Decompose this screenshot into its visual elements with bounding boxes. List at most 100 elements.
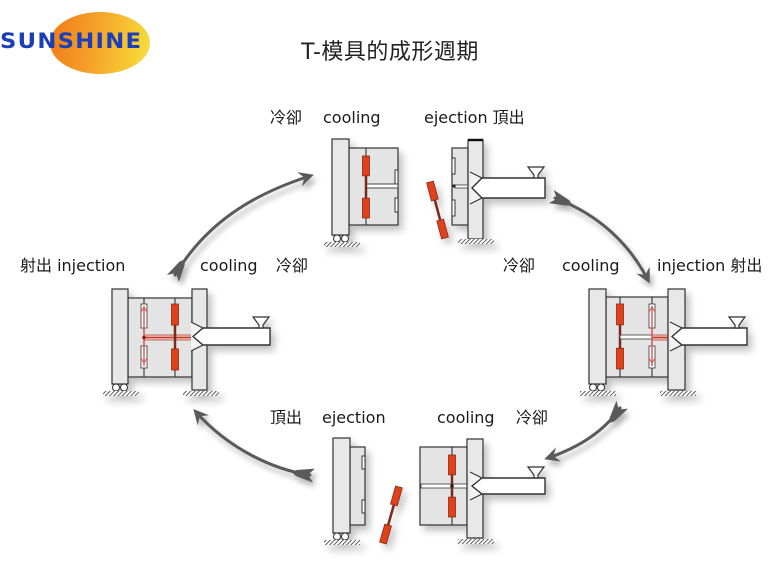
roller-wheels (589, 383, 605, 392)
arrow-shaft (173, 174, 312, 277)
sprue-channel (420, 483, 468, 489)
injection-barrel (191, 327, 271, 346)
roller-wheels (333, 234, 349, 243)
sunshine-logo: SUNSHINE (0, 8, 182, 76)
injection-barrel (470, 477, 546, 495)
label-bottom-cooling-zh: 冷卻 (516, 408, 549, 427)
roller-wheel (341, 234, 349, 243)
part-plate (390, 485, 403, 507)
roller-wheels (112, 383, 128, 392)
moving-platen (111, 288, 129, 385)
arrow-fletching-icon (609, 400, 629, 423)
roller-wheel (597, 383, 605, 392)
label-bottom-cooling-en: cooling (437, 408, 495, 427)
arrowhead-icon (297, 172, 314, 187)
roller-wheel (112, 383, 120, 392)
injection-unit (190, 316, 271, 352)
mold-bottom-ejection: mold-ejection-icon (324, 437, 403, 545)
roller-wheel (120, 383, 128, 392)
mold-left-injection: mold-injection-icon (103, 288, 271, 396)
arrow-fletching-icon (292, 468, 315, 483)
ground-hatch (103, 391, 139, 396)
sprue-channel (365, 183, 399, 189)
label-left-cooling-zh: 冷卻 (276, 256, 309, 275)
arrow-left-to-top: curved-arrow-icon (166, 172, 314, 283)
injection-unit (469, 466, 546, 501)
cavity-recess (361, 455, 366, 470)
mold-top-ejection: mold-ejection-icon (426, 138, 546, 244)
part-plate (379, 523, 392, 545)
label-top-ejection: ejection 頂出 (424, 108, 525, 127)
ejected-part (379, 485, 403, 545)
moving-platen (332, 437, 351, 534)
moving-platen (331, 138, 350, 236)
roller-wheel (333, 532, 341, 541)
injection-unit (669, 316, 748, 352)
part-plate (448, 454, 456, 476)
flow-arrow-icon (140, 357, 148, 364)
label-top-cooling-zh: 冷卻 (270, 108, 303, 127)
part-plate (616, 303, 624, 326)
cavity-recess (394, 169, 399, 185)
label-left-injection: 射出 injection (20, 256, 126, 275)
ground-hatch (458, 539, 494, 544)
ground-hatch (458, 239, 494, 244)
part-plate (362, 155, 370, 177)
hopper-icon (727, 316, 747, 329)
mold-bottom-cooling: mold-cooling-icon (419, 438, 546, 544)
part-plate (171, 348, 179, 371)
arrow-top-to-right: curved-arrow-icon (548, 190, 650, 284)
cavity-recess (361, 499, 366, 514)
sprue-channel (454, 184, 469, 189)
hopper-icon (251, 316, 271, 329)
part-plate (171, 303, 179, 326)
roller-wheel (341, 532, 349, 541)
label-right-injection: injection 射出 (657, 256, 763, 275)
label-right-cooling-zh: 冷卻 (503, 256, 536, 275)
arrow-shaft (546, 406, 622, 460)
injection-unit (469, 166, 546, 205)
arrow-right-to-bottom: curved-arrow-icon (544, 400, 629, 462)
arrow-bottom-to-left: curved-arrow-icon (193, 409, 315, 483)
hopper-icon (526, 166, 546, 179)
moving-platen (588, 288, 607, 385)
flow-arrow-icon (140, 306, 148, 313)
part-plate (448, 496, 456, 518)
molds: mold-cooling-iconmold-ejection-iconmold-… (103, 138, 748, 545)
label-right-cooling-en: cooling (562, 256, 620, 275)
ground-hatch (324, 540, 360, 545)
gate-point (450, 484, 454, 488)
arrow-fletching-icon (548, 190, 572, 206)
injection-barrel (670, 327, 748, 346)
page-title: T-模具的成形週期 (301, 40, 479, 65)
molded-part-cooling (362, 155, 370, 219)
label-left-cooling-en: cooling (200, 256, 258, 275)
gate-point (452, 184, 456, 188)
ground-hatch (183, 391, 219, 396)
cycle-arrows: curved-arrow-icon curved-arrow-icon curved… (166, 172, 650, 483)
cavity-recess (451, 157, 456, 175)
label-bottom-ejection-en: ejection (322, 408, 386, 427)
ground-hatch (324, 242, 360, 247)
logo-sun-ellipse (50, 12, 150, 74)
cavity-recess (394, 197, 399, 213)
arrow-fletching-icon (166, 259, 185, 283)
flow-arrow-icon (648, 306, 656, 313)
mold-right-injection: mold-injection-icon (580, 288, 748, 396)
part-plate (426, 180, 439, 202)
roller-wheel (589, 383, 597, 392)
label-bottom-ejection-zh: 頂出 (270, 408, 303, 427)
flow-arrow-icon (648, 357, 656, 364)
roller-wheel (333, 234, 341, 243)
arrowhead-icon (636, 266, 650, 284)
ground-hatch (660, 391, 696, 396)
logo-text: SUNSHINE (0, 29, 143, 53)
part-plate (436, 218, 449, 240)
ejected-part (426, 180, 449, 240)
cavity-recess (451, 199, 456, 217)
injection-barrel (471, 177, 546, 199)
part-plate (616, 347, 624, 370)
ground-hatch (580, 391, 616, 396)
molded-part-cooling (171, 303, 179, 371)
